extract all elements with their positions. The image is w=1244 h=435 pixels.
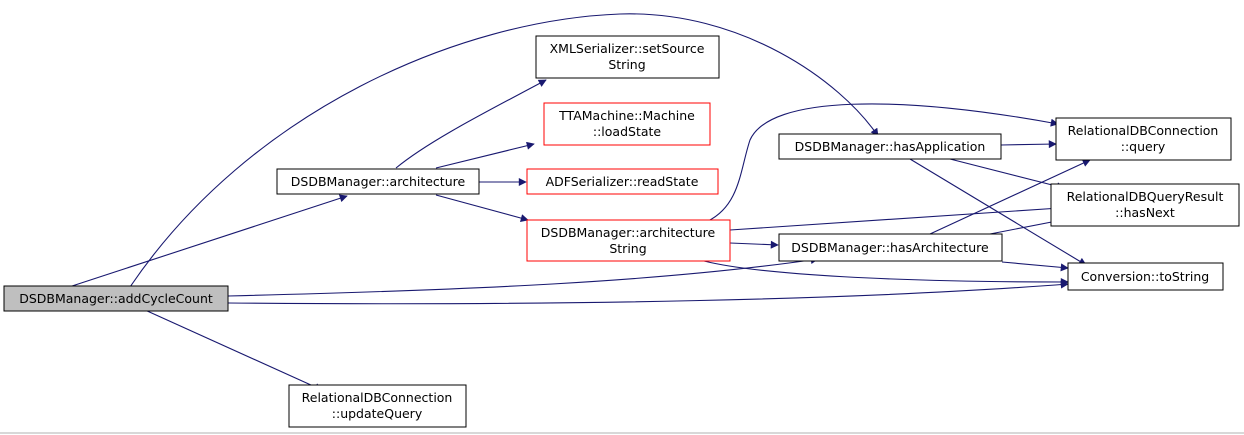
- node-label-line2: ::loadState: [593, 124, 662, 139]
- node-label-line1: DSDBManager::architecture: [541, 225, 716, 240]
- node-loadstate[interactable]: TTAMachine::Machine ::loadState: [543, 102, 711, 146]
- edge-architecture-to-setsourcestring: [395, 79, 547, 169]
- node-query[interactable]: RelationalDBConnection ::query: [1055, 117, 1232, 161]
- edge-hasarchitecture-to-query: [929, 159, 1091, 235]
- edge-architecturestring-to-hasarchitecture: [729, 240, 779, 249]
- node-hasapplication[interactable]: DSDBManager::hasApplication: [778, 133, 1002, 160]
- node-setsourcestring[interactable]: XMLSerializer::setSource String: [535, 35, 720, 79]
- edge-addcyclecount-to-architecture: [68, 194, 348, 288]
- node-architecture[interactable]: DSDBManager::architecture: [276, 168, 480, 195]
- node-label-line2: String: [608, 57, 645, 72]
- node-label: DSDBManager::hasArchitecture: [791, 240, 989, 255]
- node-tostring[interactable]: Conversion::toString: [1067, 262, 1224, 291]
- node-updatequery[interactable]: RelationalDBConnection ::updateQuery: [288, 384, 467, 428]
- node-label: DSDBManager::addCycleCount: [19, 291, 213, 306]
- edge-addcyclecount-to-hasarchitecture: [227, 256, 819, 297]
- node-label: DSDBManager::architecture: [291, 174, 466, 189]
- edge-addcyclecount-to-updatequery: [144, 309, 323, 391]
- node-addcyclecount[interactable]: DSDBManager::addCycleCount: [3, 285, 229, 312]
- node-readstate[interactable]: ADFSerializer::readState: [526, 168, 719, 195]
- edge-addcyclecount-to-hasapplication: [129, 13, 879, 288]
- edge-hasarchitecture-to-tostring: [1001, 261, 1069, 272]
- node-label-line2: ::hasNext: [1115, 205, 1175, 220]
- edge-architecture-to-loadstate: [435, 141, 535, 169]
- node-label: DSDBManager::hasApplication: [795, 139, 986, 154]
- node-label-line2: ::query: [1121, 139, 1166, 154]
- edge-architecturestring-to-tostring: [703, 260, 1069, 286]
- node-label-line2: ::updateQuery: [332, 406, 423, 421]
- edge-hasarchitecture-to-hasnext: [989, 217, 1063, 235]
- edge-architecturestring-to-query: [707, 103, 1059, 222]
- edge-addcyclecount-to-tostring: [227, 280, 1069, 305]
- bottom-divider: [0, 432, 1244, 434]
- edge-architecture-to-architecturestring: [435, 194, 529, 222]
- node-label-line1: RelationalDBConnection: [1068, 123, 1219, 138]
- node-label-line1: RelationalDBQueryResult: [1067, 189, 1224, 204]
- edge-hasapplication-to-hasnext: [949, 158, 1065, 191]
- node-label: ADFSerializer::readState: [546, 174, 699, 189]
- node-hasnext[interactable]: RelationalDBQueryResult ::hasNext: [1050, 183, 1240, 227]
- edge-hasapplication-to-query: [1000, 140, 1057, 149]
- node-label-line1: XMLSerializer::setSource: [550, 41, 705, 56]
- edge-hasapplication-to-tostring: [909, 158, 1087, 266]
- node-architecturestring[interactable]: DSDBManager::architecture String: [526, 219, 731, 262]
- node-label-line1: RelationalDBConnection: [302, 390, 453, 405]
- node-label-line2: String: [609, 241, 646, 256]
- node-hasarchitecture[interactable]: DSDBManager::hasArchitecture: [778, 233, 1003, 262]
- node-label-line1: TTAMachine::Machine: [558, 108, 695, 123]
- node-label: Conversion::toString: [1081, 269, 1209, 284]
- edge-architecturestring-to-hasnext: [729, 204, 1061, 231]
